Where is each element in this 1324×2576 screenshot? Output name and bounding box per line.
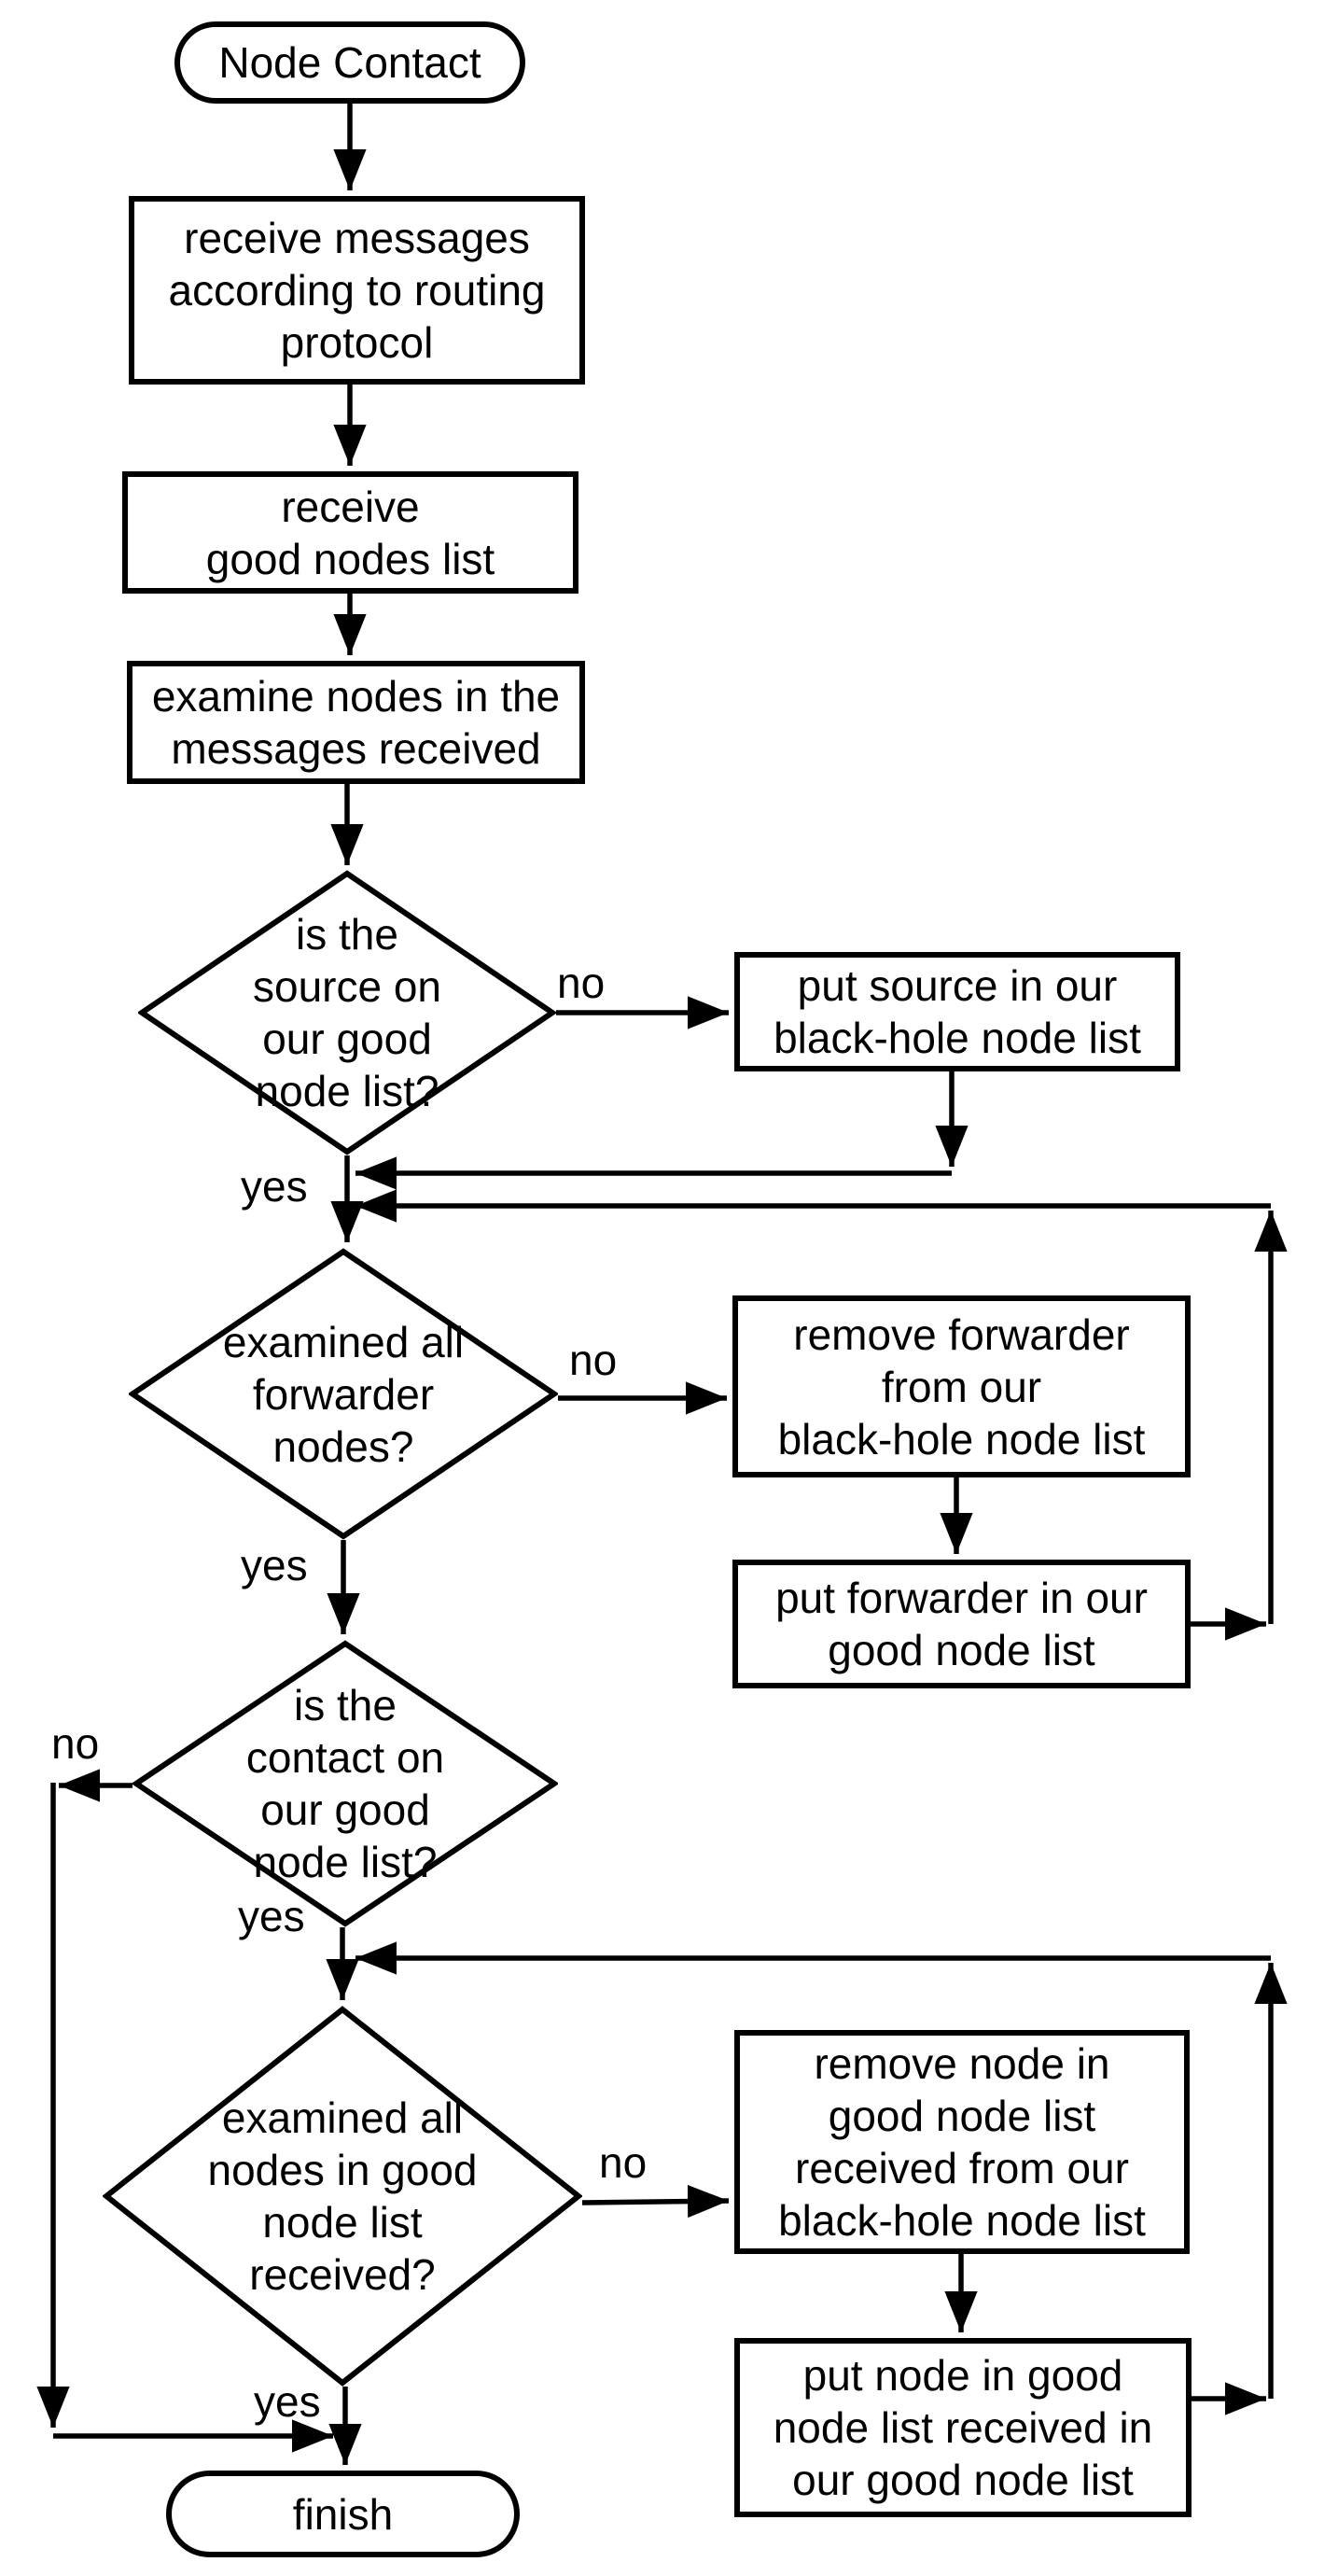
- decision-source-on-good-list: is the source on our good node list?: [138, 870, 556, 1155]
- process-receive-good-nodes-list: receive good nodes list: [122, 471, 578, 594]
- edge-label-contact-no: no: [51, 1719, 100, 1768]
- process-examine-nodes-label: examine nodes in the messages received: [151, 672, 561, 773]
- process-examine-nodes: examine nodes in the messages received: [127, 661, 585, 784]
- decision-examined-forwarders: examined all forwarder nodes?: [129, 1248, 558, 1540]
- process-remove-forwarder: remove forwarder from our black-hole nod…: [732, 1295, 1191, 1477]
- finish-terminator-label: finish: [292, 2489, 394, 2539]
- diamond-shape: [132, 1640, 558, 1927]
- decision-source-on-good-list-label: is the source on our good node list?: [252, 910, 441, 1115]
- process-put-source-blackhole-label: put source in our black-hole node list: [773, 961, 1141, 1062]
- decision-examined-nodes-received: examined all nodes in good node list rec…: [103, 2006, 582, 2387]
- process-put-source-blackhole: put source in our black-hole node list: [734, 952, 1180, 1071]
- start-terminator: Node Contact: [174, 21, 525, 104]
- edge-label-source-no: no: [557, 959, 606, 1007]
- start-terminator-label: Node Contact: [218, 38, 481, 87]
- process-receive-messages: receive messages according to routing pr…: [129, 196, 585, 385]
- process-receive-messages-label: receive messages according to routing pr…: [168, 214, 546, 367]
- process-put-forwarder-good-list-label: put forwarder in our good node list: [775, 1574, 1148, 1674]
- edge-label-nodes-received-no: no: [599, 2138, 648, 2187]
- edge-label-contact-yes: yes: [238, 1892, 305, 1940]
- edge-decision-nodes-received-no: [581, 2184, 730, 2219]
- edge-label-source-yes: yes: [241, 1162, 308, 1211]
- edge-label-forwarders-yes: yes: [241, 1541, 308, 1589]
- diamond-shape: [129, 1248, 558, 1540]
- decision-contact-on-good-list: is the contact on our good node list?: [132, 1640, 558, 1927]
- decision-examined-forwarders-label: examined all forwarder nodes?: [222, 1317, 465, 1471]
- edge-label-nodes-received-yes: yes: [254, 2377, 321, 2426]
- diamond-shape: [103, 2006, 582, 2387]
- process-remove-forwarder-label: remove forwarder from our black-hole nod…: [777, 1309, 1146, 1463]
- finish-terminator: finish: [166, 2471, 520, 2557]
- process-receive-good-nodes-list-label: receive good nodes list: [205, 482, 495, 583]
- decision-contact-on-good-list-label: is the contact on our good node list?: [245, 1681, 445, 1886]
- process-remove-node-blackhole: remove node in good node list received f…: [734, 2030, 1190, 2254]
- decision-examined-nodes-received-label: examined all nodes in good node list rec…: [207, 2093, 478, 2299]
- process-put-node-good-list: put node in good node list received in o…: [734, 2338, 1192, 2517]
- process-put-node-good-list-label: put node in good node list received in o…: [773, 2351, 1153, 2504]
- diamond-shape: [138, 870, 556, 1155]
- edge-label-forwarders-no: no: [569, 1336, 618, 1384]
- process-put-forwarder-good-list: put forwarder in our good node list: [732, 1560, 1191, 1688]
- process-remove-node-blackhole-label: remove node in good node list received f…: [778, 2039, 1146, 2245]
